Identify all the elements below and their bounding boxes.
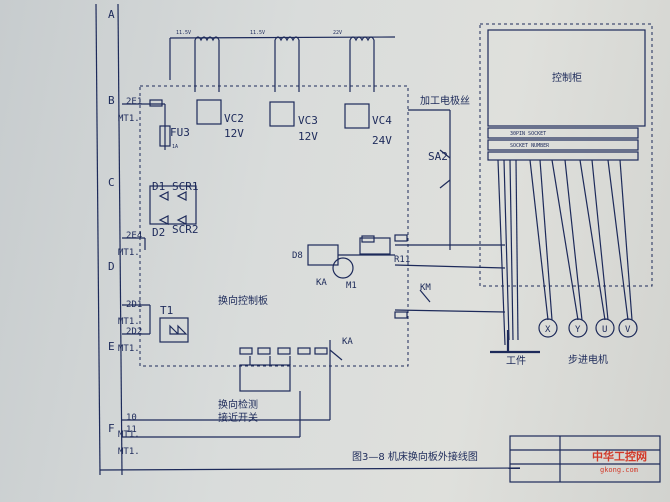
stepper-motor-V — [618, 318, 638, 338]
socket-label-1: 30PIN SOCKET — [510, 131, 546, 137]
terminal-code: 2D1 — [126, 300, 142, 310]
cabinet-box — [487, 29, 646, 127]
supply-vc: VC3 — [298, 114, 318, 127]
d2-label: D2 — [152, 226, 165, 239]
terminal-block — [394, 311, 408, 319]
transformer-voltage: 22V — [333, 30, 342, 36]
ka-label: KA — [316, 278, 327, 288]
r11-label: R11 — [394, 255, 410, 265]
terminal-code: 2E1 — [126, 97, 142, 107]
terminal-code: 10 — [126, 413, 137, 423]
d1-label: D1 — [152, 180, 165, 193]
row-letter: B — [108, 94, 115, 107]
terminal-block — [297, 347, 311, 355]
terminal-mt: MT1. — [118, 248, 140, 258]
terminal-block — [314, 347, 328, 355]
row-letter: A — [108, 8, 115, 21]
motor-letter: X — [545, 325, 551, 335]
socket-label-2: SOCKET NUMBER — [510, 143, 550, 149]
supply-vc: VC4 — [372, 114, 392, 127]
sa2-label: SA2 — [428, 150, 448, 163]
terminal-block — [394, 234, 408, 242]
transformer-voltage: 11.5V — [176, 30, 191, 36]
scr1-label: SCR1 — [172, 180, 199, 193]
ka-contact-label: KA — [342, 337, 353, 347]
terminal-block — [239, 347, 253, 355]
row-letter: C — [108, 176, 115, 189]
prox-label-line2: 接近开关 — [218, 411, 258, 424]
supply-voltage: 24V — [372, 134, 392, 147]
m1-label: M1 — [346, 281, 357, 291]
terminal-mt: MT1. — [118, 447, 140, 457]
terminal-block — [361, 235, 375, 243]
watermark-url: gkong.com — [600, 466, 638, 474]
supply-vc: VC2 — [224, 112, 244, 125]
scr2-label: SCR2 — [172, 223, 199, 236]
terminal-mt: MT1. — [118, 317, 140, 327]
figure-caption: 图3—8 机床换向板外接线图 — [352, 450, 478, 463]
terminal-mt: MT1. — [118, 344, 140, 354]
board-label: 换向控制板 — [218, 294, 268, 307]
terminal-code: 11 — [126, 425, 137, 435]
board-outline — [139, 85, 409, 367]
d8-label: D8 — [292, 251, 303, 261]
fu3-label: FU3 — [170, 126, 190, 139]
motor-letter: U — [602, 325, 607, 335]
supply-voltage: 12V — [298, 130, 318, 143]
stepper-motor-Y — [568, 318, 588, 338]
t1-label: T1 — [160, 304, 173, 317]
terminal-block — [257, 347, 271, 355]
terminal-block — [149, 99, 163, 107]
cabinet-label: 控制柜 — [552, 71, 582, 84]
terminal-block — [277, 347, 291, 355]
terminal-mt: MT1. — [118, 114, 140, 124]
watermark-brand: 中华工控网 — [592, 449, 647, 463]
workpiece-label: 工件 — [506, 355, 526, 367]
prox-label-line1: 换向检测 — [218, 398, 258, 411]
supply-voltage: 12V — [224, 127, 244, 140]
dynamic-marks: ABCDEF2E1MT1.2E4MT1.2D1MT1.2D2MT1.10MT1.… — [108, 8, 647, 474]
wire-lines — [95, 3, 661, 483]
row-letter: F — [108, 422, 115, 435]
terminal-code: 2E4 — [126, 231, 142, 241]
stepper-motor-U — [595, 318, 615, 338]
terminal-mt: MT1. — [118, 430, 140, 440]
motor-letter: Y — [575, 325, 581, 335]
terminal-code: 2D2 — [126, 327, 142, 337]
motor-letter: V — [625, 325, 631, 335]
transformer-voltage: 11.5V — [250, 30, 265, 36]
km-label: KM — [420, 283, 431, 293]
wire-label: 加工电极丝 — [420, 94, 470, 107]
fu3-rating: 1A — [172, 144, 178, 150]
row-letter: E — [108, 340, 115, 353]
row-letter: D — [108, 260, 115, 273]
stepper-label: 步进电机 — [568, 353, 608, 366]
stepper-motor-X — [538, 318, 558, 338]
